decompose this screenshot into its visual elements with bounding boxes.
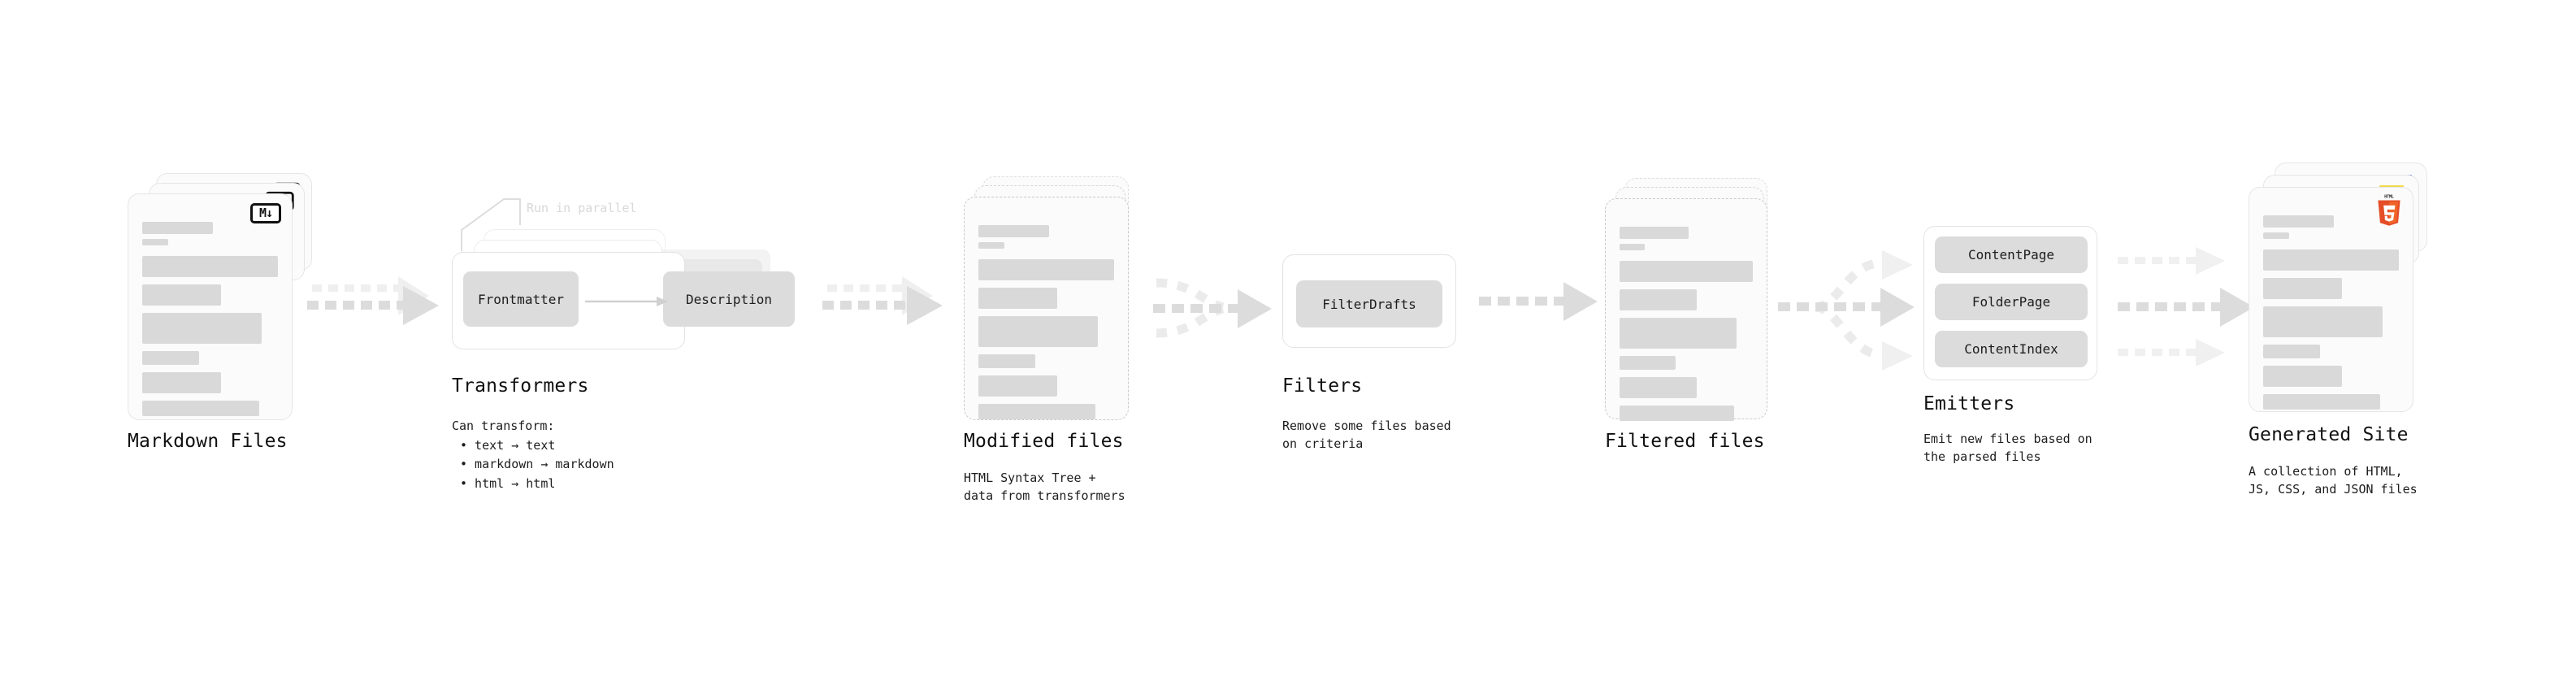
filtered-placeholder-lines [1620, 227, 1753, 428]
subcaption-modified-files: HTML Syntax Tree + data from transformer… [964, 471, 1125, 503]
chip-filterdrafts[interactable]: FilterDrafts [1296, 280, 1442, 327]
placeholder-bar [1620, 244, 1646, 250]
placeholder-bar [1620, 406, 1735, 421]
chip-contentpage[interactable]: ContentPage [1935, 236, 2088, 273]
arrow-emitters-to-generated-site [2118, 247, 2254, 367]
caption-filtered-files: Filtered files [1605, 431, 1765, 452]
bullet-markdown-to-markdown: • markdown → markdown [460, 457, 614, 472]
placeholder-bar [978, 404, 1095, 419]
caption-generated-site: Generated Site [2249, 424, 2409, 445]
arrow-modified-to-filters [1153, 278, 1272, 338]
markdown-file-card-front: M↓ [128, 193, 293, 420]
transformers-bullet-list: • text → text • markdown → markdown • ht… [460, 436, 614, 493]
generated-site-card-front: HTML [2249, 187, 2413, 412]
html5-icon: HTML [2378, 195, 2400, 226]
placeholder-bar [1620, 356, 1676, 370]
placeholder-bar [2263, 345, 2321, 358]
subcaption-generated-site: A collection of HTML, JS, CSS, and JSON … [2249, 464, 2418, 497]
placeholder-bar [142, 256, 278, 277]
caption-modified-files: Modified files [964, 431, 1124, 452]
chip-description[interactable]: Description [663, 271, 795, 327]
placeholder-bar [2263, 232, 2289, 239]
placeholder-bar [1620, 318, 1737, 349]
placeholder-bar [142, 401, 259, 416]
placeholder-bar [2263, 278, 2342, 299]
subcaption-filters: Remove some files based on criteria [1282, 419, 1451, 451]
placeholder-bar [2263, 394, 2380, 410]
placeholder-bar [978, 375, 1057, 397]
run-in-parallel-label: Run in parallel [527, 201, 637, 215]
filtered-file-card-front [1605, 198, 1767, 421]
placeholder-bar [1620, 377, 1698, 398]
arrow-transformers-to-modified [822, 276, 943, 325]
placeholder-bar [142, 284, 221, 306]
transformer-inner-arrow-main [585, 297, 668, 306]
subcaption-emitters: Emit new files based on the parsed files [1923, 432, 2092, 464]
placeholder-bar [142, 239, 168, 245]
placeholder-bar [142, 222, 213, 234]
bullet-html-to-html: • html → html [460, 475, 556, 491]
placeholder-bar [978, 259, 1114, 280]
caption-transformers: Transformers [452, 375, 589, 397]
bullet-text-to-text: • text → text [460, 438, 556, 453]
arrow-filtered-to-emitters [1778, 250, 1915, 371]
arrow-markdown-to-transformers [307, 276, 439, 325]
placeholder-bar [142, 313, 262, 344]
generated-placeholder-lines [2263, 215, 2399, 417]
markdown-placeholder-lines [142, 222, 278, 423]
caption-filters: Filters [1282, 375, 1363, 397]
placeholder-bar [978, 354, 1036, 368]
placeholder-bar [1620, 227, 1689, 239]
modified-placeholder-lines [978, 225, 1114, 427]
placeholder-bar [142, 351, 200, 365]
chip-frontmatter[interactable]: Frontmatter [463, 271, 579, 327]
subcaption-transformers: Can transform: [452, 419, 555, 433]
placeholder-bar [142, 372, 221, 393]
placeholder-bar [2263, 366, 2342, 387]
placeholder-bar [2263, 306, 2383, 337]
caption-emitters: Emitters [1923, 393, 2015, 414]
placeholder-bar [978, 225, 1049, 237]
modified-file-card-front [964, 197, 1129, 420]
placeholder-bar [1620, 289, 1698, 310]
run-in-parallel-bracket [461, 198, 521, 251]
svg-text:HTML: HTML [2384, 195, 2394, 200]
chip-contentindex[interactable]: ContentIndex [1935, 331, 2088, 367]
placeholder-bar [2263, 249, 2399, 271]
chip-folderpage[interactable]: FolderPage [1935, 284, 2088, 320]
placeholder-bar [2263, 215, 2334, 228]
markdown-badge-front: M↓ [250, 203, 281, 223]
arrow-filters-to-filtered [1479, 282, 1598, 321]
placeholder-bar [978, 242, 1004, 249]
placeholder-bar [1620, 261, 1753, 282]
caption-markdown-files: Markdown Files [128, 431, 288, 452]
placeholder-bar [978, 288, 1057, 309]
placeholder-bar [978, 316, 1098, 347]
